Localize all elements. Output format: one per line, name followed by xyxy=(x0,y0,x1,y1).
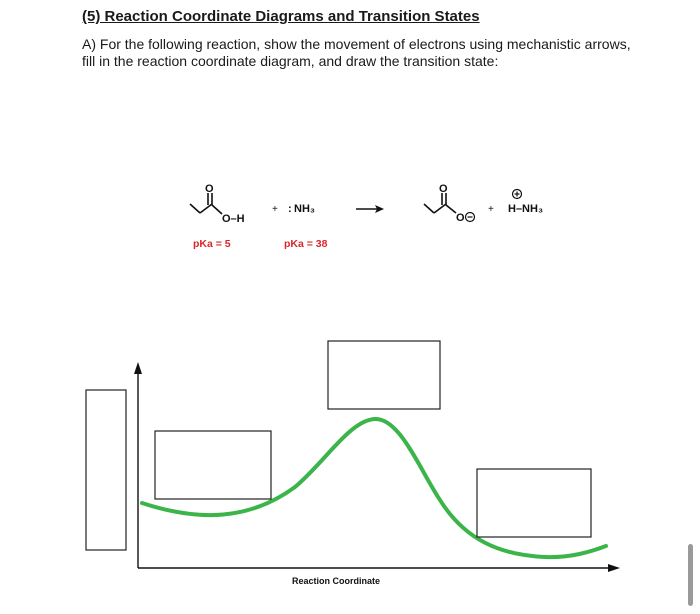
acetate-anion-oxygen: O xyxy=(456,212,465,224)
question-line-1: A) For the following reaction, show the … xyxy=(82,36,631,52)
acetate-carbonyl-oxygen: O xyxy=(439,183,448,195)
ammonia-lone-pair: : xyxy=(288,203,292,215)
energy-diagram: Reaction Coordinate xyxy=(85,340,620,586)
plus-sign-1: + xyxy=(272,204,278,215)
reaction-coordinate-arrowhead xyxy=(608,564,620,572)
positive-charge-icon xyxy=(511,188,523,200)
vertical-scrollbar[interactable] xyxy=(688,544,693,606)
pka-ammonia-label: pKa = 38 xyxy=(284,238,328,250)
acetate-structure xyxy=(423,193,457,214)
energy-axis-label-box[interactable] xyxy=(85,389,127,551)
pka-acid-label: pKa = 5 xyxy=(193,238,231,250)
acid-hydroxyl-group: O–H xyxy=(222,213,245,225)
section-title: (5) Reaction Coordinate Diagrams and Tra… xyxy=(82,8,480,25)
ammonium-formula: H–NH₃ xyxy=(508,203,543,215)
acetic-acid-structure xyxy=(189,193,223,215)
x-axis-label: Reaction Coordinate xyxy=(292,576,380,586)
question-prompt: A) For the following reaction, show the … xyxy=(82,36,642,70)
question-line-2: fill in the reaction coordinate diagram,… xyxy=(82,53,499,69)
reaction-arrow xyxy=(356,205,384,213)
ammonia-formula: NH₃ xyxy=(294,203,315,215)
products-answer-box[interactable] xyxy=(476,468,592,538)
energy-curve xyxy=(140,416,608,560)
acid-carbonyl-oxygen: O xyxy=(205,183,214,195)
negative-charge-icon xyxy=(464,211,476,223)
energy-axis-arrowhead xyxy=(134,362,142,374)
transition-state-answer-box[interactable] xyxy=(327,340,441,410)
reactants-answer-box[interactable] xyxy=(154,430,272,500)
plus-sign-2: + xyxy=(488,204,494,215)
